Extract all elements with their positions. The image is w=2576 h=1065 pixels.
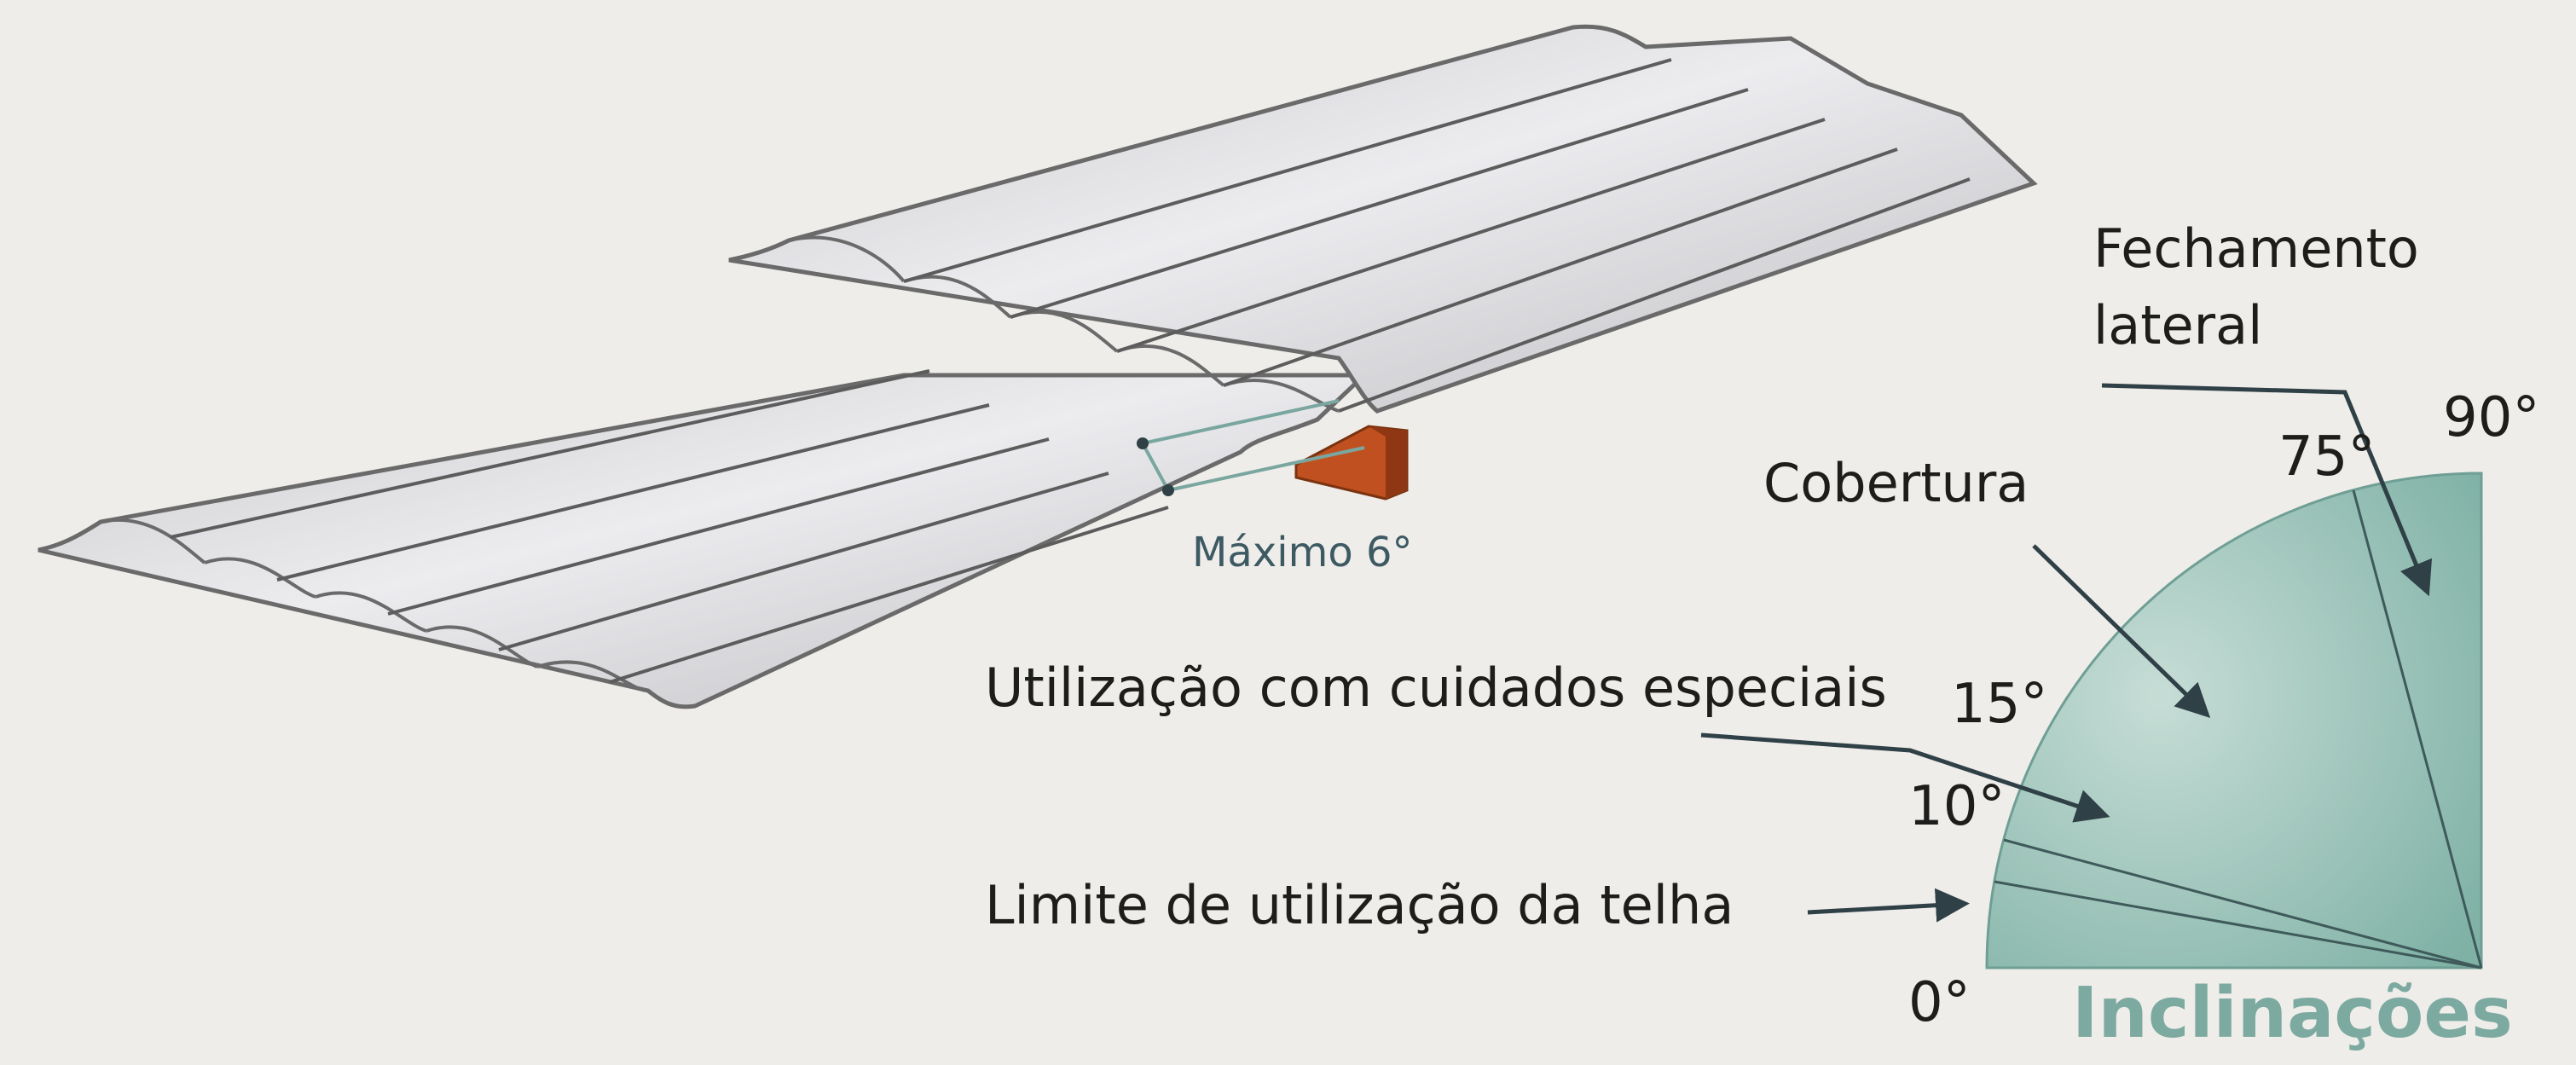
inclination-quadrant bbox=[1985, 472, 2483, 969]
lower-roof-sheet bbox=[38, 369, 1370, 709]
arrows bbox=[1700, 383, 2433, 923]
arrow-cuidados bbox=[1700, 732, 2110, 823]
angle-90-label: 90° bbox=[2443, 386, 2540, 449]
fechamento-label-line2: lateral bbox=[2093, 294, 2263, 356]
cuidados-label: Utilização com cuidados especiais bbox=[985, 657, 1887, 719]
limite-label: Limite de utilização da telha bbox=[985, 874, 1734, 936]
boundary-15deg bbox=[2003, 838, 2482, 969]
purlin-support bbox=[1294, 425, 1409, 501]
arrow-fechamento bbox=[2101, 383, 2433, 597]
cobertura-label: Cobertura bbox=[1763, 452, 2029, 514]
arrow-limite bbox=[1807, 888, 1970, 923]
overlap-marker bbox=[1137, 399, 1365, 496]
angle-15-label: 15° bbox=[1951, 673, 2048, 736]
boundary-75deg bbox=[2352, 489, 2483, 969]
angle-0-label: 0° bbox=[1908, 971, 1971, 1034]
maximo-label: Máximo 6° bbox=[1192, 529, 1413, 576]
fechamento-label-line1: Fechamento bbox=[2093, 217, 2419, 280]
inclinacoes-title: Inclinações bbox=[2072, 973, 2513, 1054]
angle-10-label: 10° bbox=[1908, 775, 2006, 838]
boundary-10deg bbox=[1994, 880, 2482, 969]
upper-roof-sheet bbox=[728, 24, 2038, 414]
angle-75-label: 75° bbox=[2278, 425, 2376, 489]
arrow-cobertura bbox=[2032, 544, 2211, 718]
